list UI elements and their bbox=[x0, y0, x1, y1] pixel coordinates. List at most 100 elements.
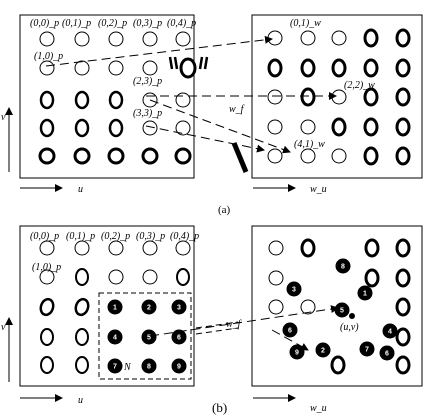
source-pixel bbox=[107, 147, 125, 165]
source-pixel bbox=[108, 269, 124, 285]
label-b-p-0-0: (0,0)_p bbox=[30, 231, 59, 242]
target-pixel bbox=[331, 30, 347, 46]
label-p-1-0: (1,0)_p bbox=[34, 51, 63, 62]
source-pixel bbox=[179, 57, 197, 79]
target-pixel bbox=[267, 58, 283, 78]
warped-pixel bbox=[382, 323, 398, 339]
source-pixel bbox=[74, 31, 90, 47]
target-pixel bbox=[331, 117, 347, 137]
source-pixel bbox=[38, 147, 56, 165]
sample-point bbox=[349, 313, 355, 319]
source-pixel bbox=[39, 31, 55, 47]
warped-pixel-number: 1 bbox=[363, 291, 367, 298]
source-pixel bbox=[176, 268, 190, 286]
caption-b: (b) bbox=[212, 400, 227, 415]
label-p-0-4: (0,4)_p bbox=[167, 18, 196, 29]
target-pixel bbox=[268, 240, 284, 256]
axis-u-label-b: u bbox=[78, 395, 83, 406]
source-pixel bbox=[142, 60, 158, 76]
neighborhood-pixel bbox=[107, 329, 123, 345]
source-grid-a bbox=[38, 31, 197, 165]
target-pixel bbox=[268, 299, 284, 315]
mapping-arrow-3 bbox=[145, 125, 265, 153]
target-pixel bbox=[331, 89, 347, 105]
label-p-0-1: (0,1)_p bbox=[62, 18, 91, 29]
target-pixel bbox=[300, 30, 316, 46]
quote-mark-right bbox=[198, 56, 209, 70]
warped-pixel-number: 3 bbox=[292, 287, 296, 294]
target-grid-a bbox=[267, 28, 411, 166]
label-b-p-0-1: (0,1)_p bbox=[66, 231, 95, 242]
source-pixel bbox=[142, 269, 158, 285]
warped-pixel-number: 4 bbox=[388, 329, 392, 336]
source-pixel bbox=[75, 356, 89, 374]
target-pixel bbox=[363, 28, 379, 48]
neighborhood-number: 6 bbox=[177, 335, 181, 342]
label-p-0-3: (0,3)_p bbox=[133, 18, 162, 29]
source-pixel bbox=[142, 240, 158, 256]
target-image-b bbox=[251, 225, 423, 387]
axis-wu-label-a: w_u bbox=[310, 184, 327, 195]
neighborhood-number: 2 bbox=[147, 305, 151, 312]
source-pixel bbox=[40, 356, 54, 374]
source-pixel bbox=[39, 240, 55, 256]
target-pixel bbox=[267, 89, 283, 105]
neighborhood-number: 5 bbox=[147, 335, 151, 342]
source-pixel bbox=[175, 92, 191, 108]
mapping-arrow-b-3 bbox=[195, 327, 239, 335]
target-pixel bbox=[395, 146, 411, 166]
source-pixel bbox=[175, 31, 191, 47]
target-pixel bbox=[330, 355, 346, 375]
source-pixel bbox=[108, 60, 124, 76]
neighborhood-box bbox=[98, 292, 192, 380]
target-pixel bbox=[395, 268, 411, 288]
warp-label-a: w_f bbox=[229, 104, 245, 115]
label-p-0-2: (0,2)_p bbox=[98, 18, 127, 29]
target-pixel bbox=[395, 28, 411, 48]
source-pixel bbox=[74, 60, 90, 76]
neighborhood-number: 1 bbox=[113, 305, 117, 312]
target-pixel bbox=[268, 270, 284, 286]
target-pixel bbox=[364, 238, 380, 258]
warped-pixel-number: 6 bbox=[288, 328, 292, 335]
quote-mark-left bbox=[168, 56, 179, 70]
target-pixel bbox=[363, 58, 379, 78]
target-pixel bbox=[300, 87, 316, 107]
mapping-arrow-4 bbox=[149, 99, 291, 154]
axis-wu-label-b: w_u bbox=[310, 403, 327, 414]
neighborhood-number: 7 bbox=[113, 364, 117, 371]
label-b-p-0-2: (0,2)_p bbox=[101, 231, 130, 242]
label-p-3-3: (3,3)_p bbox=[133, 108, 162, 119]
neighborhood-pixel bbox=[141, 299, 157, 315]
warp-label-b: w_f bbox=[226, 319, 242, 330]
target-pixel bbox=[395, 117, 411, 137]
source-pixel bbox=[39, 297, 55, 317]
axis-u-label-a: u bbox=[78, 184, 83, 195]
mapping-arrow-b-4 bbox=[271, 329, 309, 351]
target-pixel bbox=[395, 297, 411, 317]
target-pixel bbox=[395, 355, 411, 375]
warped-pixel-number: 7 bbox=[365, 347, 369, 354]
target-pixel bbox=[363, 87, 379, 107]
source-pixel bbox=[108, 240, 124, 256]
source-image-b bbox=[19, 225, 195, 387]
neighborhood-pixel bbox=[141, 358, 157, 374]
neighborhood-number: 9 bbox=[177, 364, 181, 371]
neighborhood-pixel bbox=[171, 329, 187, 345]
target-pixel bbox=[364, 268, 380, 288]
target-pixel bbox=[267, 119, 283, 135]
mapping-arrow-b-1 bbox=[149, 305, 339, 337]
source-pixel bbox=[141, 147, 159, 165]
warped-pixel bbox=[286, 281, 302, 297]
source-pixel bbox=[74, 240, 90, 256]
target-pixel bbox=[395, 327, 411, 347]
target-pixel bbox=[300, 148, 316, 164]
source-pixel bbox=[108, 31, 124, 47]
source-pixel bbox=[74, 297, 90, 317]
neighborhood-pixel bbox=[171, 358, 187, 374]
warped-pixel-number: 6 bbox=[385, 351, 389, 358]
target-pixel bbox=[300, 238, 316, 258]
neighborhood-pixel bbox=[171, 299, 187, 315]
label-b-p-1-0: (1,0)_p bbox=[32, 262, 61, 273]
